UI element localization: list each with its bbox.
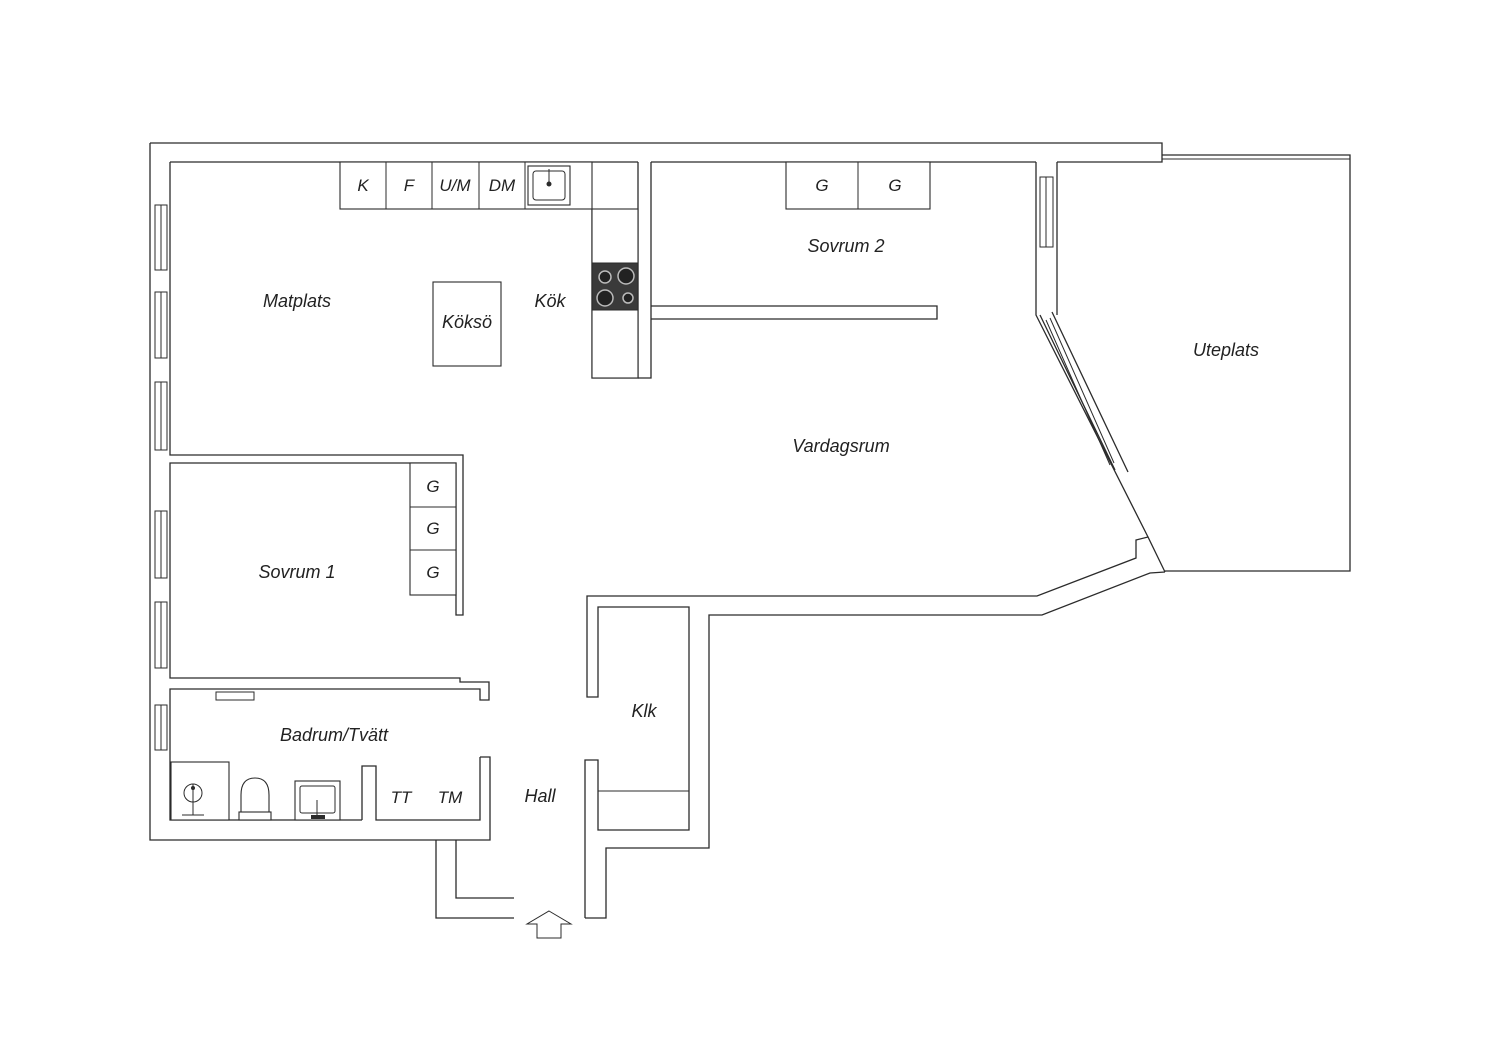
wardrobes-sovrum-2 (785, 161, 931, 210)
room-label-sovrum-2: Sovrum 2 (807, 236, 884, 256)
terrace-outline (1162, 154, 1351, 572)
wardrobe-label: G (426, 563, 439, 582)
washbasin-icon (294, 780, 341, 821)
appliance-label-k: K (357, 176, 369, 195)
wardrobe-label: G (426, 477, 439, 496)
toilet-icon (238, 777, 272, 821)
appliance-label-tt: TT (391, 788, 413, 807)
appliance-label-tm: TM (438, 788, 463, 807)
room-label-kokso: Köksö (442, 312, 492, 332)
room-label-hall: Hall (524, 786, 556, 806)
appliance-label-f: F (404, 176, 416, 195)
room-label-klk: Klk (631, 701, 657, 721)
room-label-sovrum-1: Sovrum 1 (258, 562, 335, 582)
appliance-label-um: U/M (439, 176, 471, 195)
room-label-vardagsrum: Vardagsrum (792, 436, 889, 456)
windows (154, 176, 1115, 751)
stove-icon (591, 262, 639, 311)
wardrobe-label: G (888, 176, 901, 195)
room-label-uteplats: Uteplats (1193, 340, 1259, 360)
appliance-label-dm: DM (489, 176, 516, 195)
kitchen-island (432, 281, 502, 367)
wardrobes-sovrum-1 (409, 462, 457, 596)
room-label-badrum: Badrum/Tvätt (280, 725, 389, 745)
entrance-arrow-icon (525, 910, 573, 939)
shower-icon (170, 761, 230, 821)
exterior-walls (149, 142, 1166, 919)
room-label-kok: Kök (534, 291, 566, 311)
wardrobe-label: G (815, 176, 828, 195)
sink-icon (527, 165, 571, 206)
wardrobe-label: G (426, 519, 439, 538)
room-label-matplats: Matplats (263, 291, 331, 311)
